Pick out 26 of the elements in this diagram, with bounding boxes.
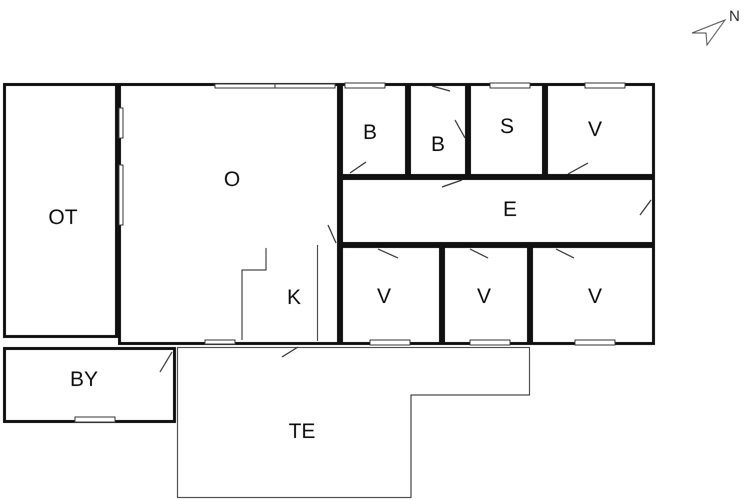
room-area (468, 83, 545, 177)
room-area (118, 83, 340, 345)
room-label: K (287, 286, 301, 310)
room-label: OT (48, 206, 78, 230)
room-label: E (503, 198, 517, 222)
room-area (530, 245, 655, 345)
room-area (442, 245, 530, 345)
room-label: V (588, 118, 602, 142)
room-area (340, 245, 442, 345)
room-area (408, 83, 468, 177)
room-label: V (588, 285, 602, 309)
north-label: N (729, 8, 740, 25)
room-label: B (431, 133, 445, 157)
room-label: B (363, 121, 377, 145)
room-label: O (224, 168, 240, 192)
room-area (340, 177, 655, 245)
room-label: TE (288, 420, 316, 444)
room-label: BY (70, 368, 98, 392)
room-area (3, 83, 118, 338)
room-label: S (500, 115, 514, 139)
room-label: V (477, 285, 491, 309)
room-area (545, 83, 655, 177)
terrace-area (177, 347, 530, 498)
room-label: V (377, 285, 391, 309)
room-area (3, 347, 176, 423)
room-area (340, 83, 408, 177)
